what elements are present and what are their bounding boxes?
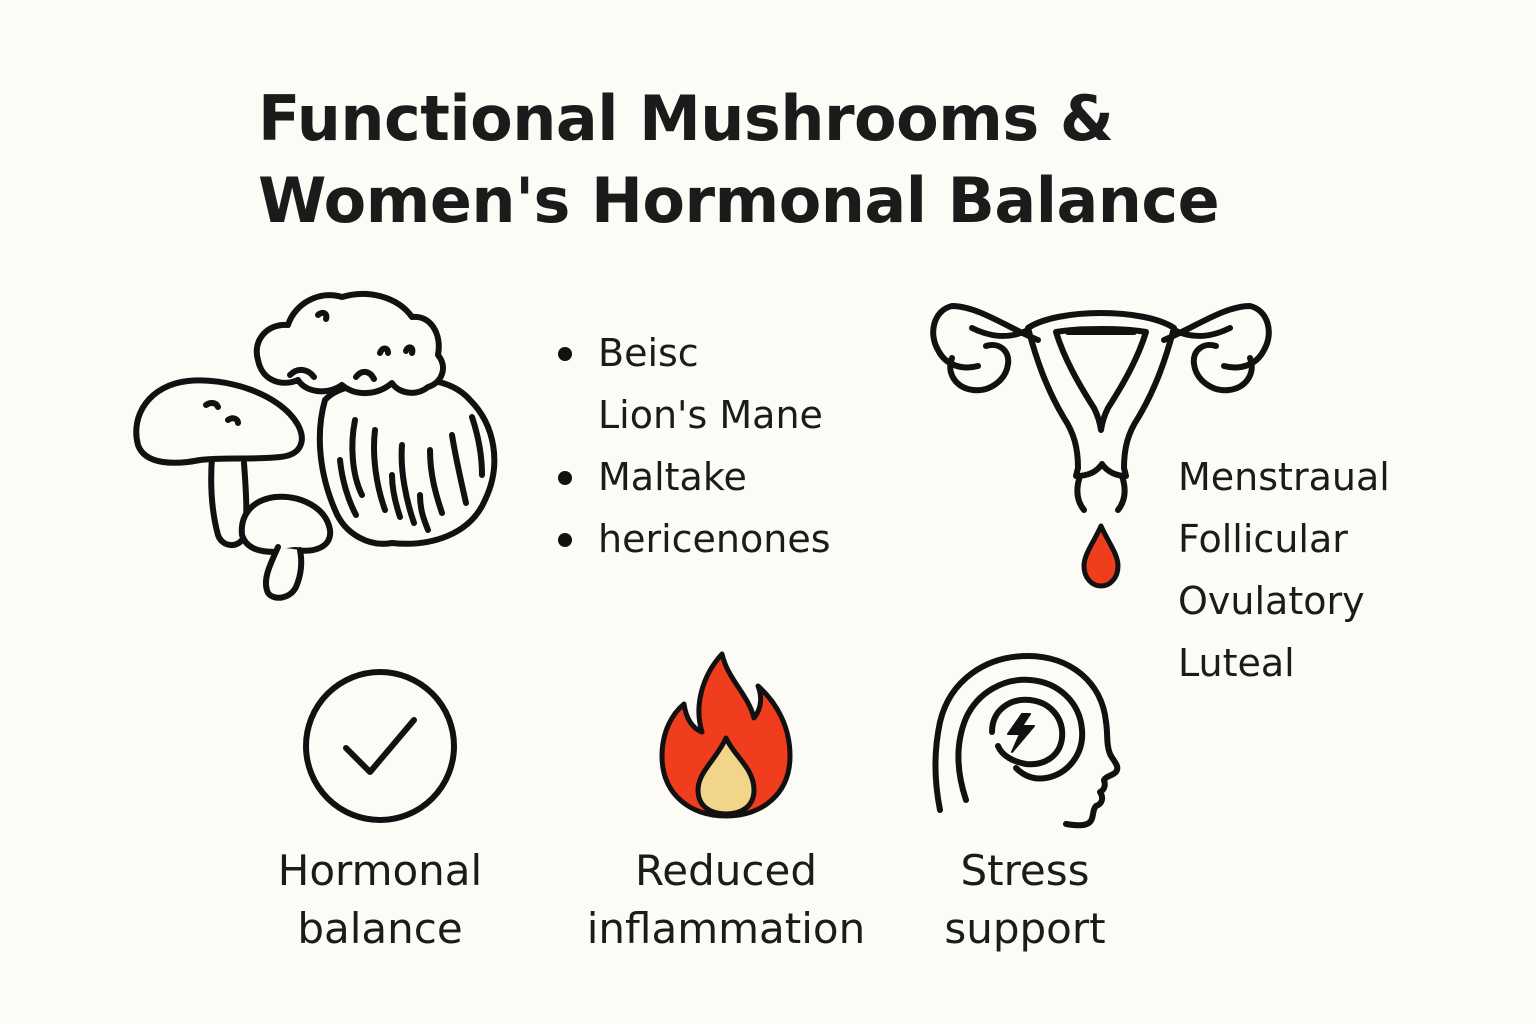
uterus-icon bbox=[930, 303, 1272, 589]
bullet-icon bbox=[558, 347, 572, 361]
list-item: Ovulatory bbox=[1178, 579, 1365, 623]
head-lightning-icon bbox=[932, 653, 1121, 829]
blood-drop-icon bbox=[1081, 523, 1121, 589]
list-item: Menstraual bbox=[1178, 455, 1390, 499]
list-item: Lion's Mane bbox=[598, 393, 823, 437]
list-item: Follicular bbox=[1178, 517, 1348, 561]
mushroom-list: Beisc Lion's Mane Maltake hericenones bbox=[556, 322, 831, 570]
list-item: Maltake bbox=[556, 446, 831, 508]
benefit-stress-caption: Stress support bbox=[944, 846, 1106, 953]
bullet-icon bbox=[558, 533, 572, 547]
cycle-phase-list: Menstraual Follicular Ovulatory Luteal bbox=[1178, 446, 1390, 694]
check-circle-icon bbox=[303, 669, 457, 823]
mushrooms-icon bbox=[133, 291, 498, 601]
list-item: hericenones bbox=[556, 508, 831, 570]
flame-icon bbox=[659, 651, 793, 819]
title-line-2: Women's Hormonal Balance bbox=[258, 164, 1220, 237]
list-item: Luteal bbox=[1178, 641, 1295, 685]
list-item: Beisc bbox=[556, 322, 831, 384]
benefit-inflammation-caption: Reduced inflammation bbox=[586, 846, 866, 953]
title-line-1: Functional Mushrooms & bbox=[258, 82, 1114, 155]
page-title: Functional Mushrooms & Women's Hormonal … bbox=[258, 78, 1220, 242]
benefit-hormonal-caption: Hormonal balance bbox=[277, 846, 483, 953]
bullet-icon bbox=[558, 471, 572, 485]
